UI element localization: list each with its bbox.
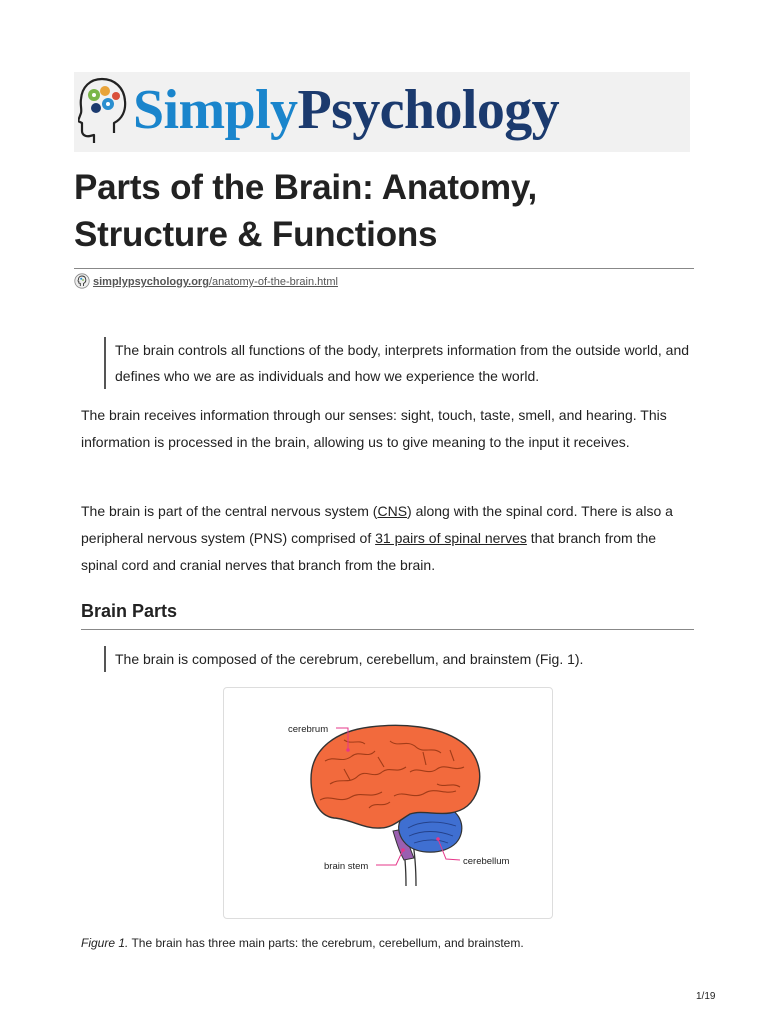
- title-divider: [74, 268, 694, 269]
- cerebellum-folds: [407, 821, 457, 844]
- brain-parts-blockquote: The brain is composed of the cerebrum, c…: [104, 646, 695, 672]
- pointer-cerebrum: [336, 727, 349, 749]
- spinal-nerves-link[interactable]: 31 pairs of spinal nerves: [375, 530, 527, 546]
- senses-paragraph: The brain receives information through o…: [81, 407, 667, 450]
- label-cerebellum: cerebellum: [463, 856, 510, 867]
- pointer-dot-brain-stem: [401, 848, 405, 852]
- cns-text-3: that branch from the spinal cord and cra…: [81, 530, 657, 573]
- pointer-dot-cerebellum: [436, 837, 440, 841]
- page-number: 1/19: [696, 991, 716, 1002]
- pointer-brain-stem: [376, 849, 404, 866]
- caption-text: The brain has three main parts: the cere…: [128, 936, 524, 950]
- source-path: /anatomy-of-the-brain.html: [208, 276, 338, 288]
- article-title-line-2: Structure & Functions: [74, 215, 438, 254]
- figure-caption: Figure 1. The brain has three main parts…: [81, 934, 693, 952]
- source-domain: simplypsychology.org: [93, 276, 209, 288]
- site-favicon-icon: [74, 273, 90, 289]
- article-title-line-1: Parts of the Brain: Anatomy,: [74, 168, 538, 207]
- site-logo-text[interactable]: SimplyPsychology: [133, 75, 560, 145]
- section-divider: [81, 629, 694, 630]
- cns-text-2: ) along with the spinal cord. There is a…: [81, 503, 673, 546]
- cns-paragraph: The brain is part of the central nervous…: [81, 498, 693, 579]
- cerebrum-folds: [319, 739, 465, 809]
- section-heading-brain-parts: Brain Parts: [81, 601, 178, 621]
- cerebrum-shape: [310, 724, 481, 829]
- cns-link[interactable]: CNS: [377, 503, 408, 519]
- label-cerebrum: cerebrum: [288, 724, 328, 735]
- brain-illustration: cerebrum brain stem cerebellum: [288, 724, 510, 887]
- caption-label: Figure 1.: [81, 936, 129, 950]
- source-url-link[interactable]: simplypsychology.org/anatomy-of-the-brai…: [93, 273, 338, 291]
- logo-word-psychology: Psychology: [297, 79, 560, 141]
- pointer-cerebellum: [437, 838, 461, 861]
- brain-figure: cerebrum brain stem cerebellum: [223, 687, 553, 919]
- logo-banner: SimplyPsychology: [74, 72, 690, 152]
- pointer-dot-cerebrum: [346, 748, 350, 752]
- head-gears-icon: [78, 77, 127, 143]
- label-brain-stem: brain stem: [324, 861, 368, 872]
- logo-word-simply: Simply: [133, 79, 298, 141]
- intro-blockquote: The brain controls all functions of the …: [104, 337, 695, 389]
- article-title: Parts of the Brain: Anatomy, Structure &…: [74, 164, 714, 258]
- cns-text-1: The brain is part of the central nervous…: [81, 503, 378, 519]
